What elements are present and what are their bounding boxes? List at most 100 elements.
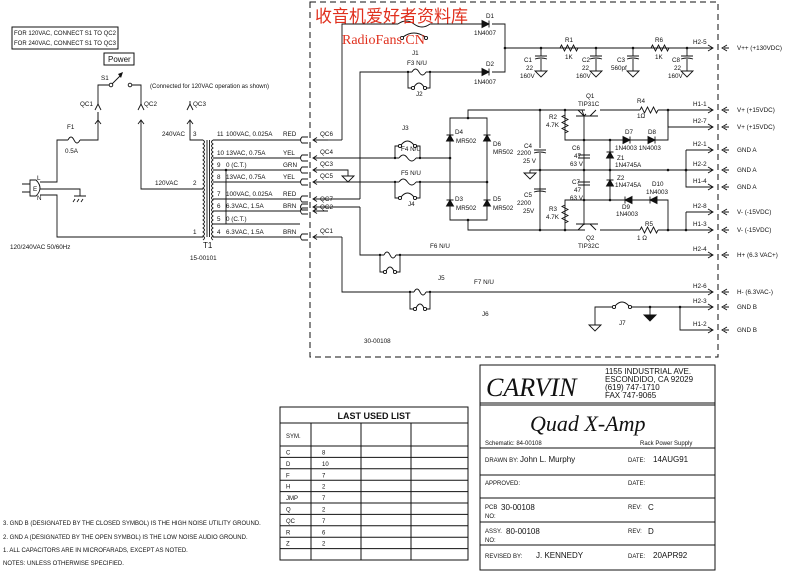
q1p: TIP31C (578, 101, 600, 108)
plug-e: E (33, 186, 37, 193)
jumper-pad (412, 195, 418, 201)
approved-date-label: DATE: (628, 481, 646, 487)
t1-label: T1 (203, 241, 213, 250)
c7volt: 63 V (570, 195, 584, 202)
resistor-r6 (650, 43, 670, 53)
winding-pin: 6 (217, 203, 221, 210)
header-pin-icon (707, 123, 729, 131)
v120-label: 120VAC (155, 180, 178, 187)
jumper-pad (392, 269, 398, 275)
d1-label: D1 (486, 13, 495, 20)
fuse-f2 (397, 20, 431, 28)
d4p: MR502 (456, 138, 477, 145)
c6: C6 (572, 145, 581, 152)
connector-arrow-icon (312, 234, 328, 240)
list-count: 2 (322, 508, 326, 514)
d5p: MR502 (493, 205, 514, 212)
output-label: V- (-15VDC) (737, 209, 771, 216)
list-sym: JMP (286, 496, 298, 502)
d5: D5 (493, 196, 502, 203)
jumper-pad (611, 304, 617, 310)
c1v: 22 (526, 65, 534, 72)
q2: Q2 (586, 235, 595, 242)
r3: R3 (549, 206, 558, 213)
list-count: 2 (322, 485, 326, 491)
r5v: 1 Ω (637, 235, 647, 242)
r3v: 4.7K (546, 214, 560, 221)
connector-label: QC3 (320, 161, 333, 168)
drawn-date: 14AUG91 (653, 455, 689, 464)
assy-rev: D (648, 527, 654, 536)
output-label: GND B (737, 327, 757, 334)
c5volt: 25V (523, 208, 535, 215)
junction (631, 46, 635, 50)
ground-a-icon (587, 322, 603, 332)
c4v: 2200 (517, 150, 532, 157)
resistor-r1 (559, 43, 579, 53)
output-label: V+ (+15VDC) (737, 107, 775, 114)
header-pin-icon (707, 303, 729, 311)
f7: F7 N/U (474, 279, 494, 286)
header-pin-icon (707, 226, 729, 234)
d6: D6 (493, 141, 502, 148)
f1-value: 0.5A (65, 148, 79, 155)
switch-note: (Connected for 120VAC operation as shown… (150, 84, 269, 90)
output-label: V++ (+130VDC) (737, 45, 782, 52)
wire-color: YEL (283, 150, 295, 157)
junction (485, 180, 489, 184)
connector-arrow-icon (312, 196, 328, 202)
ground-a-icon (340, 173, 356, 183)
fuse-symbol (413, 288, 427, 296)
mains-rating: 120/240VAC 50/60Hz (10, 244, 70, 251)
pcb-rev: C (648, 503, 654, 512)
note-line: NOTES: UNLESS OTHERWISE SPECIFIED. (3, 561, 124, 567)
date-label: DATE: (628, 458, 646, 464)
junction (428, 290, 432, 294)
z2: Z2 (617, 175, 625, 182)
junction (608, 198, 612, 202)
d2-part: 1N4007 (474, 79, 497, 86)
output-pin: H2-6 (693, 283, 707, 290)
jumper-symbol (400, 140, 415, 146)
diode-d8 (647, 135, 657, 145)
d8: D8 (648, 129, 657, 136)
output-pin: H1-1 (693, 101, 707, 108)
quick-connect-icon (300, 207, 308, 215)
z1p: 1N4745A (615, 162, 642, 169)
junction (594, 46, 598, 50)
r4v: 1Ω (637, 113, 646, 120)
list-count: 7 (322, 496, 326, 502)
junction (678, 305, 682, 309)
jumper-pad (397, 143, 403, 149)
junction (582, 138, 586, 142)
list-count: 7 (322, 473, 326, 479)
junction (393, 180, 397, 184)
list-sym: R (286, 530, 291, 536)
c5: C5 (524, 192, 533, 199)
v240-label: 240VAC (162, 131, 185, 138)
note-line: 1. ALL CAPACITORS ARE IN MICROFARADS, EX… (3, 548, 188, 554)
plug-n: N (37, 195, 42, 202)
junction (684, 168, 688, 172)
quick-connect-icon (300, 166, 308, 174)
jumper-wire (409, 292, 431, 310)
junction (398, 253, 402, 257)
winding-pin: 8 (217, 174, 221, 181)
zener-z2 (605, 179, 615, 187)
output-pin: H2-8 (693, 203, 707, 210)
winding-desc: 0 (C.T.) (226, 216, 247, 223)
d4: D4 (455, 129, 464, 136)
list-sym: H (286, 485, 290, 491)
component-symbols (202, 19, 729, 334)
schematic-number: Schematic: 84-00108 (485, 441, 542, 447)
diode-d1 (481, 19, 491, 29)
subtitle: Rack Power Supply (640, 441, 692, 447)
junction (408, 290, 412, 294)
z2p: 1N4745A (615, 182, 642, 189)
r1v: 1K (565, 54, 574, 61)
header-pin-icon (707, 326, 729, 334)
sym-header: SYM. (286, 434, 301, 440)
junction (418, 156, 422, 160)
jumper-pad (410, 85, 416, 91)
